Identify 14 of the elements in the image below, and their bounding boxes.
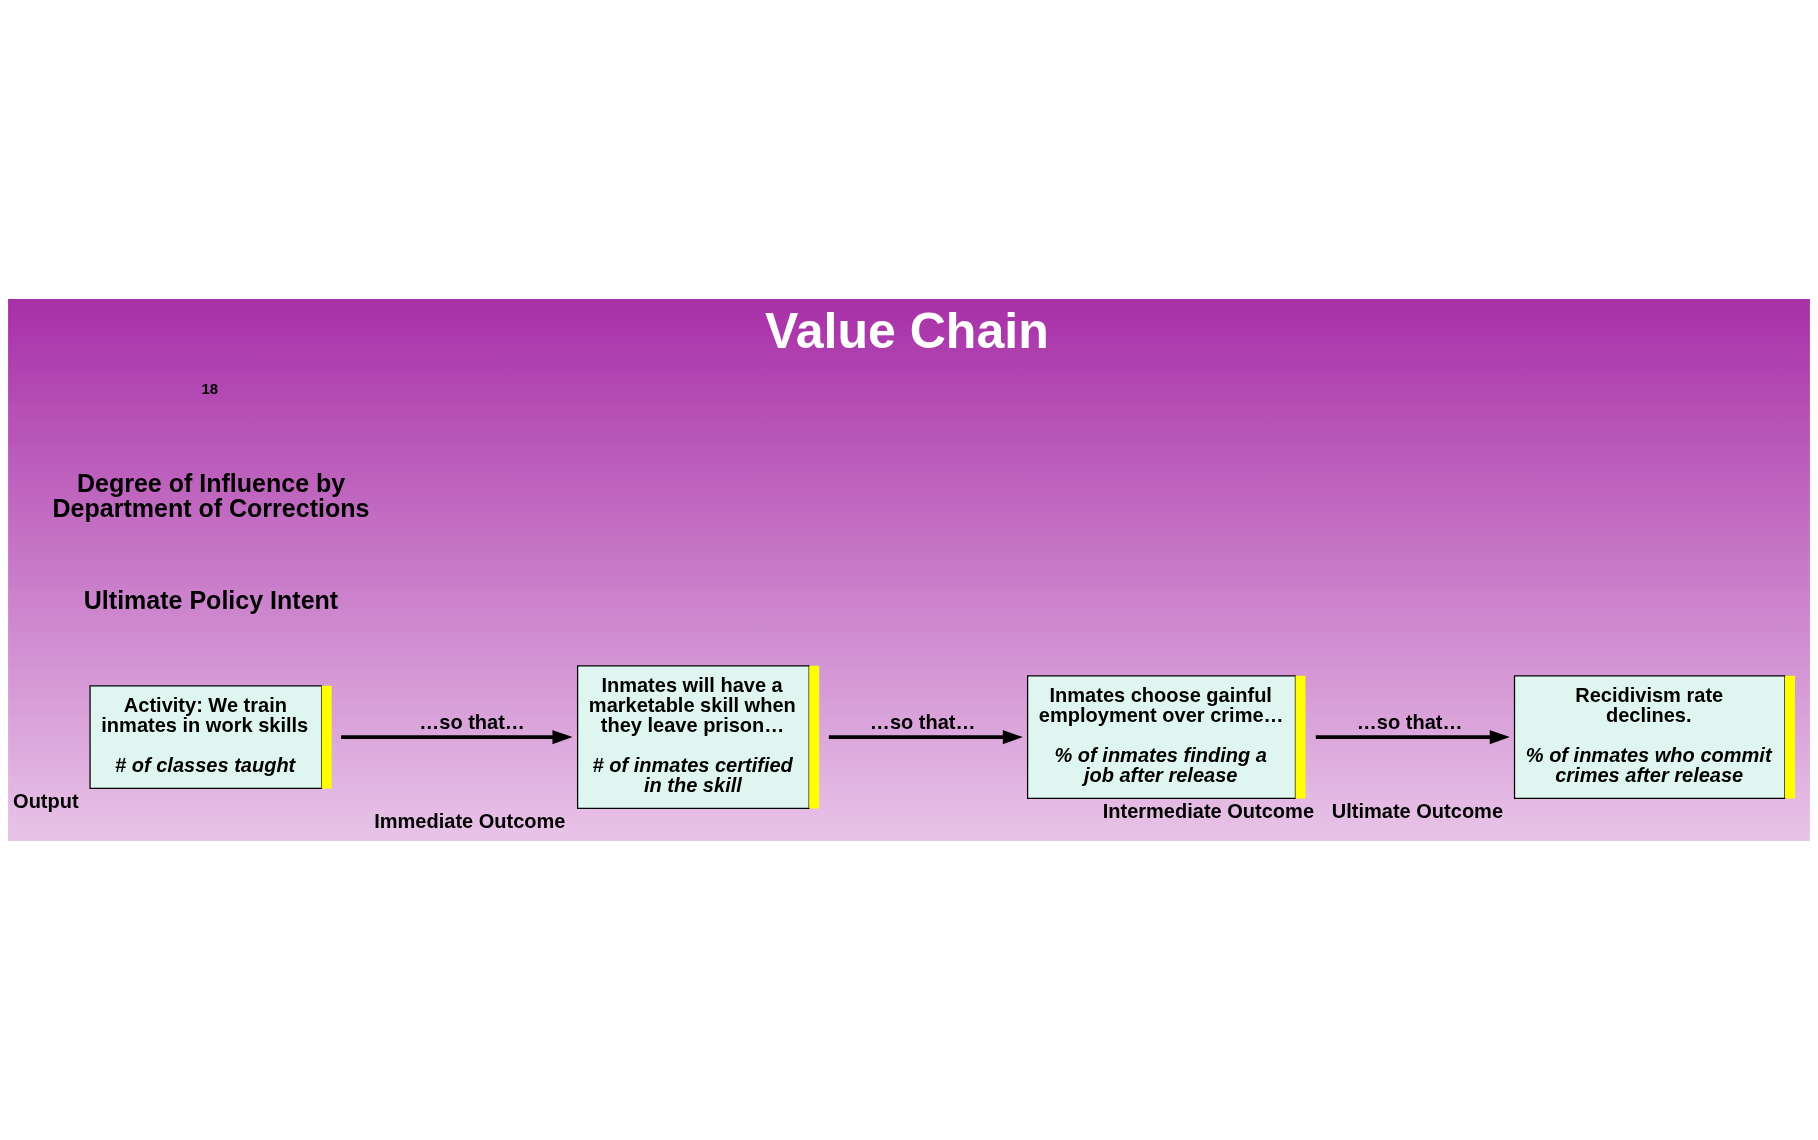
edge-label: …so that… [869,711,976,734]
arrow [341,730,573,745]
edge-label: …so that… [1356,711,1463,734]
arrow [1315,730,1510,745]
diagram-title: Value Chain [765,302,1049,359]
node-label: Ultimate Outcome [1331,800,1504,823]
node-label: Intermediate Outcome [1102,800,1315,823]
label: Ultimate Policy Intent [83,586,339,615]
node-label: Immediate Outcome [374,810,566,833]
arrow [828,730,1023,745]
edge-label: …so that… [419,711,525,734]
label: 18 [201,380,219,398]
node-label: Output [13,790,79,813]
label: Degree of Influence by Department of Corrections [52,468,370,522]
